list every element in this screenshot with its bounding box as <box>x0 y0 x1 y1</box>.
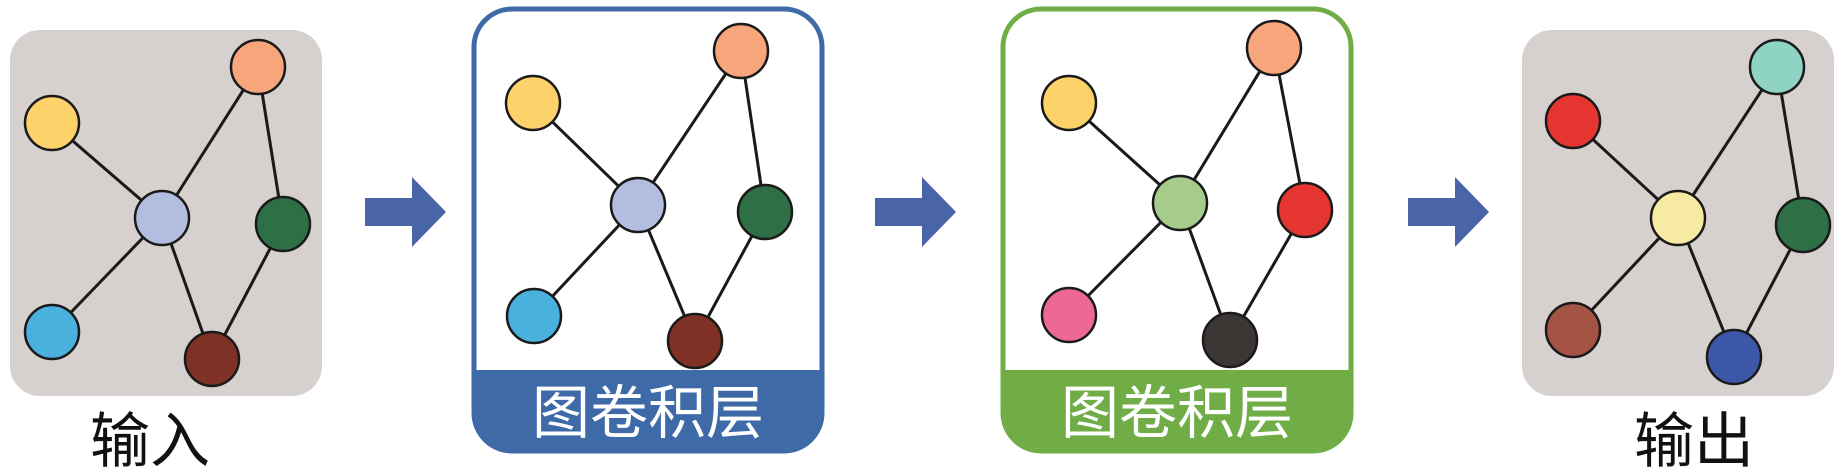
node-center <box>609 176 667 234</box>
output-stage: 输出 <box>1522 30 1834 472</box>
node-green <box>736 183 794 241</box>
input-graph <box>23 38 312 388</box>
graph-edge <box>160 66 260 219</box>
gcn-layer-2-label: 图卷积层 <box>1061 379 1293 447</box>
node-teal <box>1748 38 1806 96</box>
output-graph <box>1544 38 1832 386</box>
gcn-layer-2-graph <box>1040 19 1334 369</box>
node-center <box>133 189 191 247</box>
gcn-layer-2-label-band <box>1005 370 1349 449</box>
node-red <box>1276 181 1334 239</box>
node-yellow <box>1040 74 1098 132</box>
input-stage: 输入 <box>10 30 322 472</box>
arrow-right-icon <box>365 177 446 247</box>
arrow-right-icon <box>875 177 956 247</box>
node-orange <box>712 22 770 80</box>
node-navy <box>1705 328 1763 386</box>
gcn-layer-1-stage: 图卷积层 <box>471 6 825 454</box>
node-brown <box>183 330 241 388</box>
node-center <box>1151 174 1209 232</box>
node-brown <box>1544 301 1602 359</box>
gcn-layer-1-label-band <box>476 370 820 449</box>
node-brown <box>666 312 724 370</box>
node-green <box>254 195 312 253</box>
gcn-layer-1-label: 图卷积层 <box>532 379 764 447</box>
node-pink <box>1040 286 1098 344</box>
node-black <box>1201 311 1259 369</box>
gcn-layer-2-stage: 图卷积层 <box>1000 6 1354 454</box>
node-orange <box>229 38 287 96</box>
node-red <box>1544 92 1602 150</box>
node-yellow <box>504 74 562 132</box>
arrow-right-icon <box>1408 177 1489 247</box>
input-label: 输入 <box>90 407 210 472</box>
node-yellow <box>23 94 81 152</box>
node-center <box>1649 189 1707 247</box>
graph-edge <box>636 50 743 206</box>
graph-edge <box>1178 47 1276 204</box>
node-blue <box>505 287 563 345</box>
output-label: 输出 <box>1634 407 1754 472</box>
gcn-layer-1-graph <box>504 22 794 370</box>
node-orange <box>1245 19 1303 77</box>
node-blue <box>23 303 81 361</box>
node-green <box>1774 196 1832 254</box>
graph-edge <box>1676 66 1779 219</box>
